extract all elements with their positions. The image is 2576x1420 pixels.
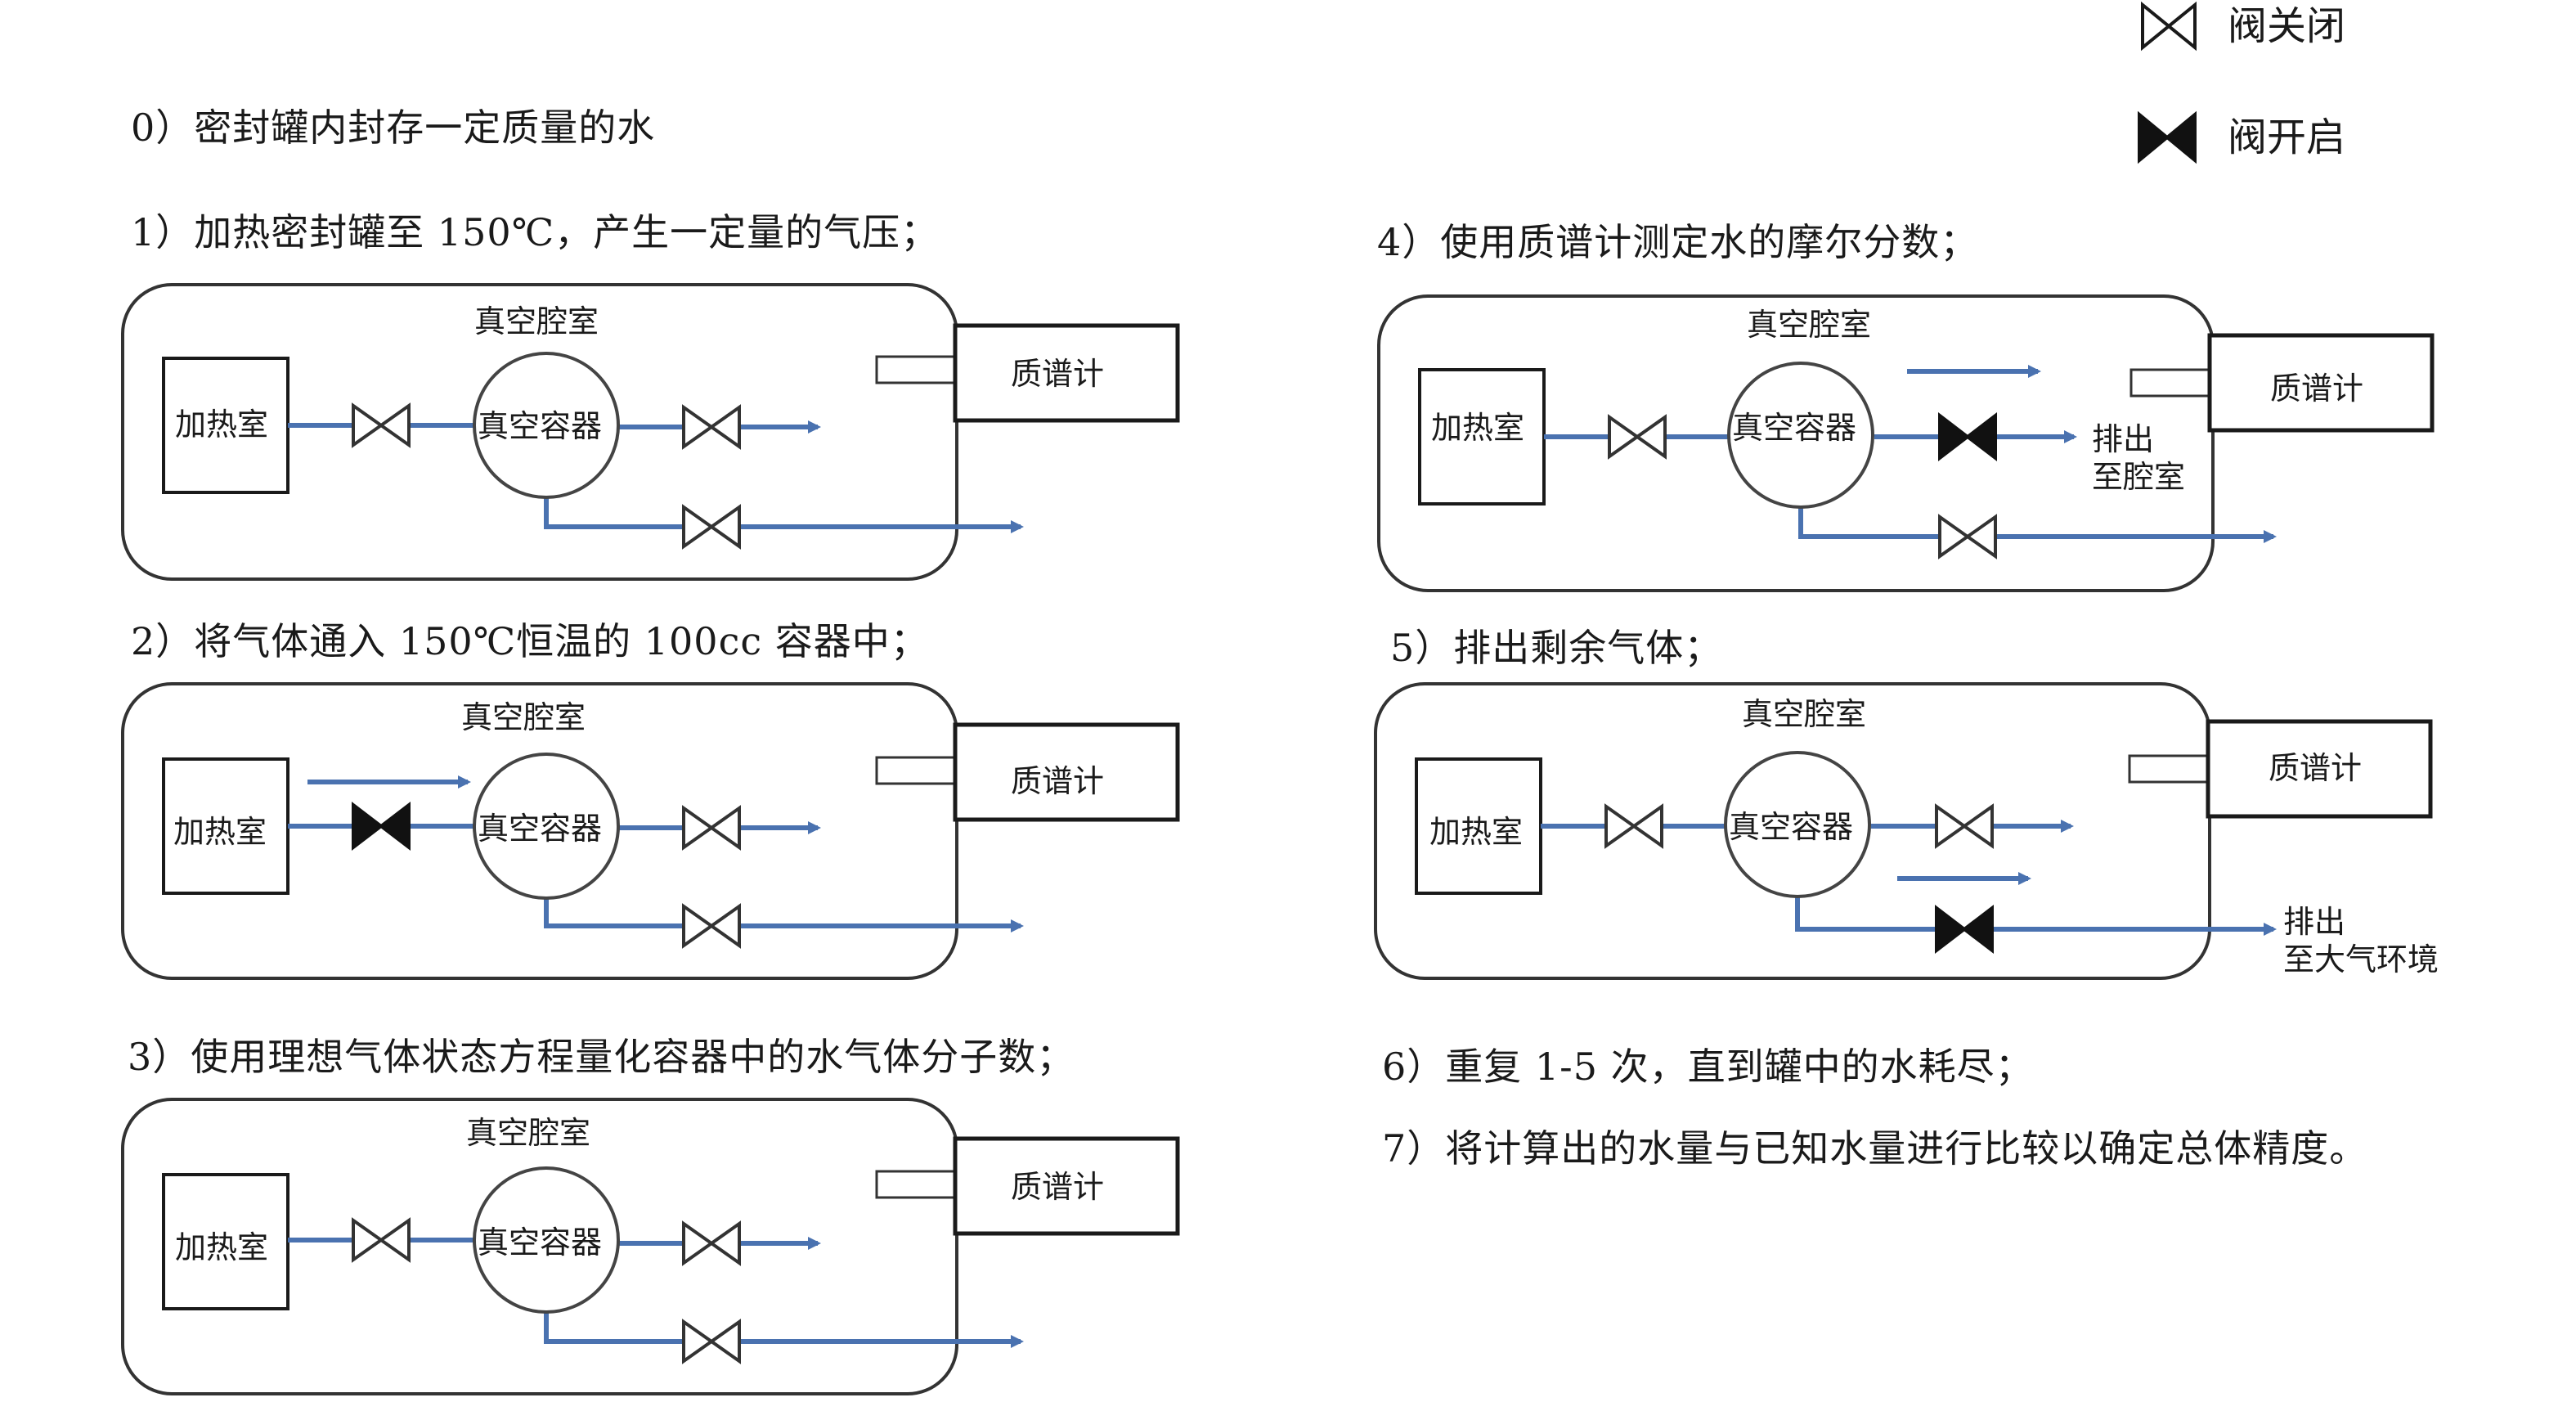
heater-label: 加热室 bbox=[1429, 814, 1523, 850]
heater-label: 加热室 bbox=[175, 1229, 268, 1265]
pipes bbox=[288, 775, 1024, 932]
heater-label: 加热室 bbox=[175, 407, 268, 443]
valve-open-icon bbox=[352, 801, 411, 852]
outlet-label-line-1: 排出 bbox=[2092, 421, 2154, 457]
mass-spec-label: 质谱计 bbox=[1011, 356, 1104, 392]
vacuum-chamber-outline bbox=[1374, 682, 2211, 980]
vacuum-container bbox=[1727, 362, 1874, 509]
mass-spec-box bbox=[2206, 719, 2433, 819]
step-3-text: 3）使用理想气体状态方程量化容器中的水气体分子数； bbox=[128, 1035, 1075, 1079]
chamber-label: 真空腔室 bbox=[1747, 307, 1871, 343]
container-label: 真空容器 bbox=[478, 1225, 602, 1260]
outlet-label-line-2: 至大气环境 bbox=[2283, 941, 2439, 977]
mass-spec-probe bbox=[875, 756, 957, 785]
container-label: 真空容器 bbox=[1729, 809, 1853, 845]
panel-4: 真空腔室 质谱计 加热室 真空容器 排出 至腔室 bbox=[1377, 294, 2435, 592]
mass-spec-box bbox=[953, 722, 1180, 822]
pipes bbox=[1541, 820, 2277, 936]
heater-label: 加热室 bbox=[1431, 410, 1524, 446]
valve-closed-icon bbox=[682, 903, 741, 949]
valve-closed-icon bbox=[1604, 803, 1663, 849]
step-0-text: 0）密封罐内封存一定质量的水 bbox=[131, 106, 655, 150]
valve-closed-icon bbox=[1608, 414, 1667, 460]
chamber-label: 真空腔室 bbox=[474, 303, 599, 339]
pipes bbox=[1544, 365, 2277, 543]
legend-valve-closed-icon bbox=[2141, 1, 2197, 52]
vacuum-chamber-outline bbox=[121, 1098, 958, 1395]
valve-closed-icon bbox=[1938, 514, 1997, 559]
vacuum-container bbox=[473, 1166, 620, 1314]
panel-5: 真空腔室 质谱计 加热室 真空容器 排出 至大气环境 bbox=[1374, 682, 2439, 980]
mass-spec-probe bbox=[2128, 754, 2210, 784]
vacuum-container bbox=[1724, 751, 1871, 898]
vacuum-chamber-outline bbox=[1377, 294, 2215, 592]
valve-closed-icon bbox=[352, 1217, 411, 1263]
valve-closed-icon bbox=[682, 1220, 741, 1266]
vacuum-container bbox=[473, 352, 620, 499]
legend-closed-label: 阀关闭 bbox=[2228, 3, 2345, 49]
outlet-label-line-2: 至腔室 bbox=[2092, 459, 2185, 495]
mass-spec-box bbox=[2207, 333, 2435, 433]
mass-spec-probe bbox=[875, 1170, 957, 1199]
mass-spec-box bbox=[953, 1136, 1180, 1236]
chamber-label: 真空腔室 bbox=[1742, 696, 1866, 732]
step-4-text: 4）使用质谱计测定水的摩尔分数； bbox=[1377, 220, 1978, 264]
heater-box bbox=[162, 757, 289, 895]
panel-2: 真空腔室 质谱计 加热室 真空容器 bbox=[121, 682, 1180, 980]
valve-closed-icon bbox=[682, 504, 741, 550]
container-label: 真空容器 bbox=[1732, 410, 1856, 446]
chamber-label: 真空腔室 bbox=[466, 1115, 590, 1151]
legend-valve-open-icon bbox=[2138, 110, 2197, 164]
pipes bbox=[288, 1237, 1024, 1348]
step-2-text: 2）将气体通入 150℃恒温的 100cc 容器中； bbox=[131, 619, 929, 663]
panel-3: 真空腔室 质谱计 加热室 真空容器 bbox=[121, 1098, 1180, 1395]
legend-open-label: 阀开启 bbox=[2228, 115, 2345, 160]
heater-label: 加热室 bbox=[173, 814, 267, 850]
mass-spec-label: 质谱计 bbox=[1011, 1169, 1104, 1205]
valve-closed-icon bbox=[1935, 803, 1994, 849]
legend: 阀关闭 阀开启 bbox=[2138, 1, 2345, 164]
container-label: 真空容器 bbox=[478, 408, 602, 444]
container-label: 真空容器 bbox=[478, 811, 602, 847]
vacuum-chamber-outline bbox=[121, 682, 958, 980]
valve-open-icon bbox=[1935, 904, 1994, 955]
vacuum-container bbox=[473, 753, 620, 900]
step-7-text: 7）将计算出的水量与已知水量进行比较以确定总体精度。 bbox=[1382, 1126, 2367, 1171]
mass-spec-box bbox=[953, 323, 1180, 423]
step-1-text: 1）加热密封罐至 150℃，产生一定量的气压； bbox=[131, 210, 939, 254]
mass-spec-probe bbox=[2129, 368, 2211, 398]
outlet-label-line-1: 排出 bbox=[2283, 904, 2345, 940]
vacuum-chamber-outline bbox=[121, 283, 958, 581]
valve-closed-icon bbox=[352, 402, 411, 448]
valve-closed-icon bbox=[682, 404, 741, 450]
step-5-text: 5）排出剩余气体； bbox=[1390, 626, 1722, 670]
valve-closed-icon bbox=[682, 1319, 741, 1364]
mass-spec-label: 质谱计 bbox=[2269, 750, 2362, 786]
pipes bbox=[288, 420, 1024, 533]
mass-spec-probe bbox=[875, 355, 957, 384]
panel-1: 真空腔室 质谱计 加热室 真空容器 bbox=[121, 283, 1180, 581]
step-6-text: 6）重复 1-5 次，直到罐中的水耗尽； bbox=[1382, 1045, 2034, 1089]
valve-closed-icon bbox=[682, 805, 741, 851]
heater-box bbox=[162, 1173, 289, 1310]
mass-spec-label: 质谱计 bbox=[1011, 763, 1104, 799]
chamber-label: 真空腔室 bbox=[461, 699, 586, 735]
valve-open-icon bbox=[1938, 411, 1997, 462]
heater-box bbox=[162, 357, 289, 494]
mass-spec-label: 质谱计 bbox=[2270, 371, 2363, 407]
